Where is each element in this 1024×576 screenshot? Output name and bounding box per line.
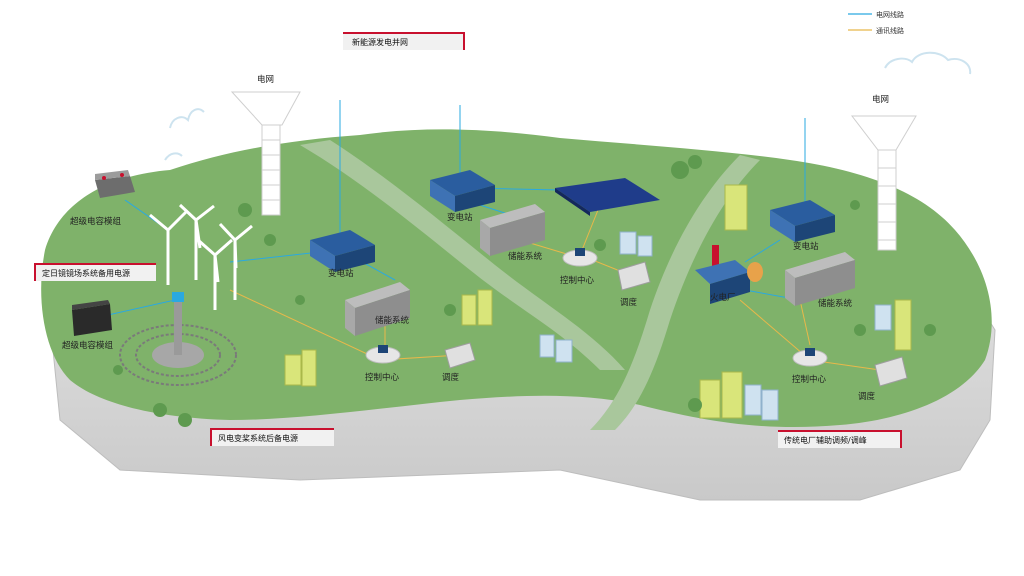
trees <box>113 155 936 427</box>
label-thermal-plant: 火电厂 <box>710 292 736 303</box>
wind-turbine-group <box>149 203 253 310</box>
dispatch-2-icon <box>617 261 651 291</box>
dispatch-1-icon <box>444 342 476 369</box>
supercap-module-top <box>95 170 135 198</box>
supercap-module-bottom <box>72 300 112 336</box>
label-storage-2: 储能系统 <box>508 251 543 262</box>
control-center-2-icon <box>562 248 598 267</box>
label-control-1: 控制中心 <box>365 372 400 383</box>
storage-system-3-icon <box>785 252 855 306</box>
substation-3-icon <box>770 200 835 242</box>
storage-system-2-icon <box>480 204 545 256</box>
storage-system-1-icon <box>345 282 410 336</box>
label-storage-3: 储能系统 <box>818 298 853 309</box>
svg-text:新能源发电并网: 新能源发电并网 <box>352 37 408 47</box>
label-substation-1: 变电站 <box>328 268 354 279</box>
solar-panel-array <box>555 178 660 216</box>
label-supercap-top: 超级电容模组 <box>70 216 122 227</box>
control-center-1-icon <box>365 345 401 364</box>
svg-text:传统电厂辅助调频/调峰: 传统电厂辅助调频/调峰 <box>784 435 867 445</box>
road-left <box>300 140 625 370</box>
heliostat-field <box>119 292 237 386</box>
cloud-icon <box>164 51 972 161</box>
legend-grid-label: 电网线路 <box>876 10 904 19</box>
legend: 电网线路 通讯线路 <box>848 10 904 35</box>
label-grid-left: 电网 <box>257 74 274 85</box>
buildings-blue <box>539 231 892 421</box>
svg-text:定日镜镜场系统备用电源: 定日镜镜场系统备用电源 <box>42 268 130 278</box>
label-control-3: 控制中心 <box>792 374 827 385</box>
label-storage-1: 储能系统 <box>375 315 410 326</box>
banner-new-energy: 新能源发电并网 <box>343 32 465 50</box>
buildings <box>284 184 912 419</box>
label-supercap-bottom: 超级电容模组 <box>62 340 114 351</box>
substation-1-icon <box>310 230 375 272</box>
legend-comm-label: 通讯线路 <box>876 26 904 35</box>
pylon-left <box>230 91 301 216</box>
pylon-right <box>850 115 917 251</box>
thermal-plant-icon <box>695 245 763 304</box>
label-control-2: 控制中心 <box>560 275 595 286</box>
label-dispatch-3: 调度 <box>858 391 876 402</box>
label-dispatch-1: 调度 <box>442 372 460 383</box>
control-center-3-icon <box>792 348 828 367</box>
label-grid-right: 电网 <box>872 94 889 105</box>
dispatch-3-icon <box>874 356 908 387</box>
svg-text:风电变桨系统后备电源: 风电变桨系统后备电源 <box>218 433 298 443</box>
road-right <box>590 155 760 430</box>
transmission-wires <box>231 87 917 117</box>
banner-wind-pitch: 风电变桨系统后备电源 <box>210 428 334 446</box>
label-dispatch-2: 调度 <box>620 297 638 308</box>
label-substation-2: 变电站 <box>447 212 473 223</box>
substation-2-icon <box>430 170 495 212</box>
banner-heliostat: 定日镜镜场系统备用电源 <box>34 263 156 281</box>
banner-thermal-aux: 传统电厂辅助调频/调峰 <box>778 430 902 448</box>
label-substation-3: 变电站 <box>793 241 819 252</box>
